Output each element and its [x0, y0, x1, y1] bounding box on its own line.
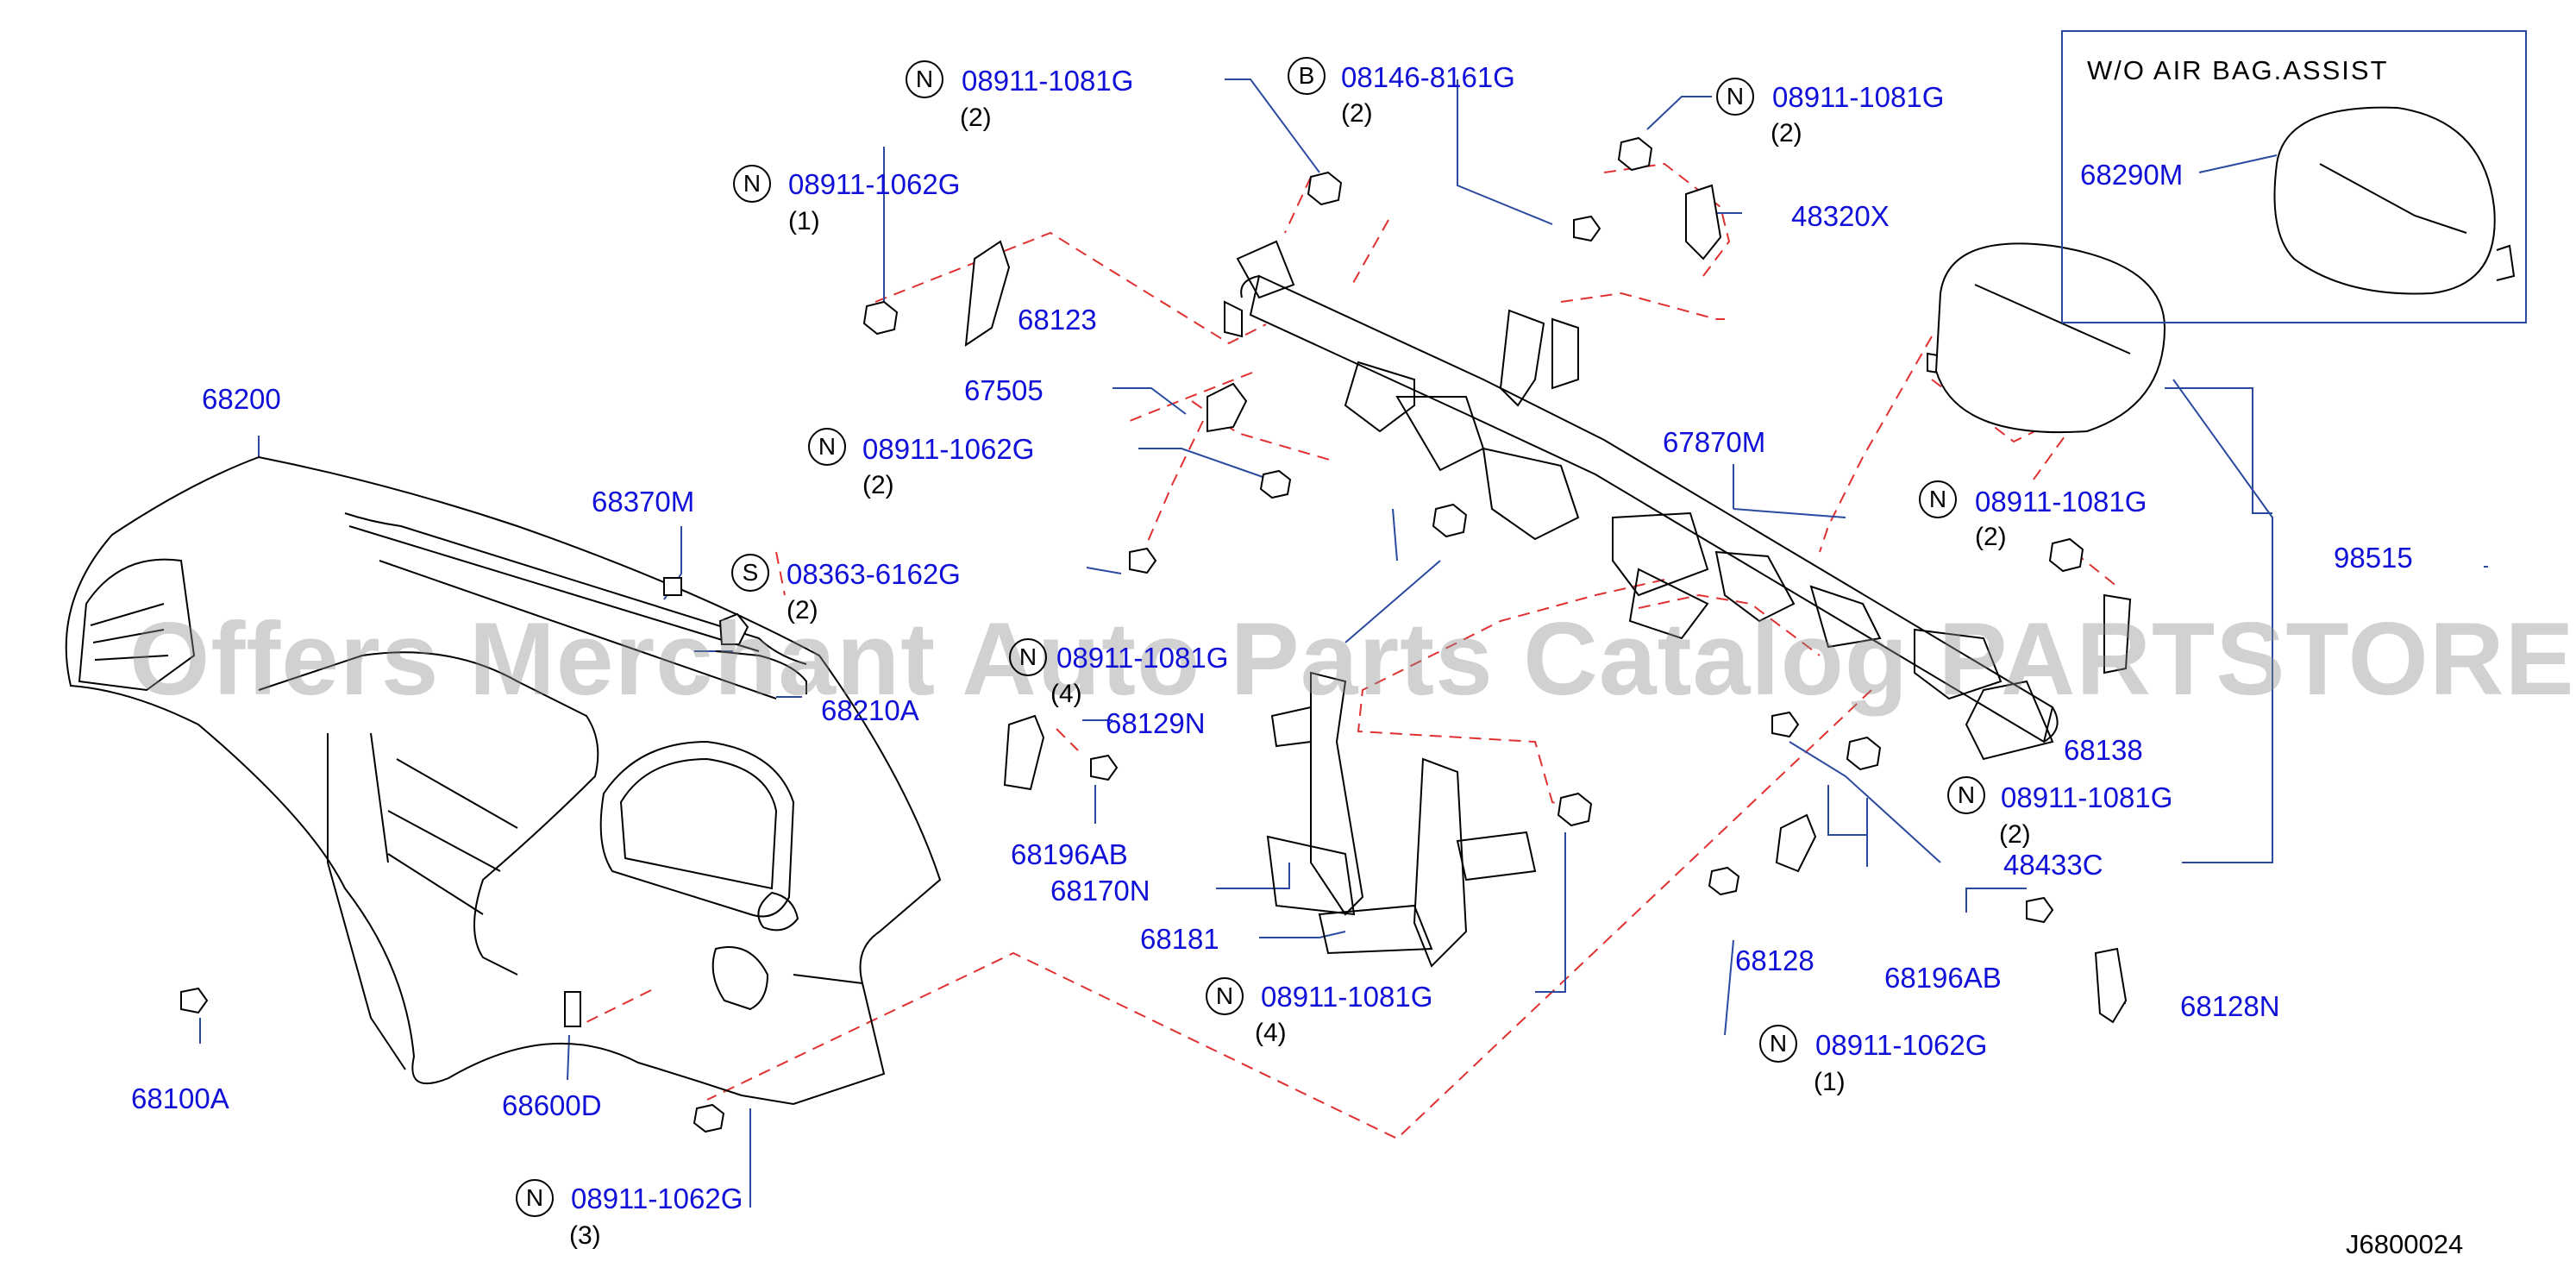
callout-symbol: N [1206, 977, 1244, 1015]
part-number-label[interactable]: 08911-1062G [571, 1183, 743, 1214]
part-number-label[interactable]: 08911-1062G [862, 433, 1035, 465]
callout-symbol: N [516, 1179, 554, 1217]
part-number-label[interactable]: 68600D [502, 1089, 602, 1121]
inset-title: W/O AIR BAG.ASSIST [2087, 55, 2389, 85]
watermark-text: Offers Merchant Auto Parts Catalog PARTS… [129, 601, 2576, 717]
part-number-label[interactable]: 08911-1062G [788, 168, 961, 200]
part-number-label[interactable]: 68181 [1140, 923, 1219, 955]
part-number-label[interactable]: 98515 [2334, 542, 2413, 574]
quantity-label: (1) [788, 207, 820, 235]
fasteners-drawing [180, 136, 2166, 1133]
part-number-label[interactable]: 68129N [1106, 707, 1206, 739]
part-number-label[interactable]: 68123 [1018, 304, 1097, 336]
part-number-label[interactable]: 67505 [964, 374, 1044, 406]
part-number-label[interactable]: 48320X [1791, 200, 1890, 232]
part-number-label[interactable]: 08911-1081G [1975, 486, 2147, 518]
part-number-label[interactable]: 08911-1081G [962, 65, 1134, 97]
part-number-label[interactable]: 68138 [2064, 734, 2143, 766]
part-number-label[interactable]: 08911-1081G [1772, 81, 1945, 113]
part-number-label[interactable]: 08911-1062G [1815, 1029, 1988, 1061]
quantity-label: (2) [787, 596, 818, 624]
instrument-panel-drawing [65, 455, 942, 1106]
quantity-label: (2) [1341, 99, 1373, 128]
part-number-label[interactable]: 68210A [821, 694, 919, 726]
callout-symbol: N [1716, 78, 1754, 116]
quantity-label: (2) [1975, 523, 2007, 551]
quantity-label: (4) [1050, 680, 1082, 708]
callout-symbol: N [1759, 1025, 1797, 1063]
diagram-code: J6800024 [2346, 1229, 2464, 1259]
part-number-label[interactable]: 08911-1081G [1056, 642, 1229, 674]
quantity-label: (2) [862, 471, 894, 499]
quantity-label: (4) [1255, 1019, 1287, 1047]
inset-box [2061, 30, 2527, 323]
assembly-dashed-lines [586, 162, 2118, 1140]
part-number-label[interactable]: 08146-8161G [1341, 61, 1515, 93]
inset-airbag-drawing [2273, 106, 2516, 295]
part-number-label[interactable]: 67870M [1663, 426, 1766, 458]
part-number-label[interactable]: 68128 [1735, 944, 1814, 976]
quantity-label: (2) [960, 104, 992, 132]
part-number-label[interactable]: 68196AB [1884, 962, 2002, 994]
part-number-label[interactable]: 08911-1081G [1261, 981, 1433, 1013]
inset-part-number[interactable]: 68290M [2080, 159, 2184, 191]
part-number-label[interactable]: 68128N [2180, 990, 2280, 1022]
callout-symbol: S [731, 554, 769, 592]
callout-symbol: B [1288, 57, 1326, 95]
quantity-label: (2) [1771, 119, 1802, 147]
callout-symbol: N [1919, 480, 1957, 518]
part-number-label[interactable]: 48433C [2003, 849, 2103, 881]
quantity-label: (3) [569, 1221, 601, 1250]
part-number-label[interactable]: 68200 [202, 383, 281, 415]
quantity-label: (2) [1999, 820, 2031, 849]
callout-symbol: N [1947, 776, 1985, 814]
leader-lines [199, 78, 2488, 1208]
part-number-label[interactable]: 08363-6162G [787, 558, 961, 590]
quantity-label: (1) [1814, 1068, 1846, 1096]
part-number-label[interactable]: 68196AB [1011, 838, 1128, 870]
steering-member-drawing [1224, 240, 2059, 968]
callout-symbol: N [1009, 638, 1047, 676]
callout-symbol: N [906, 60, 943, 98]
part-number-label[interactable]: 68370M [592, 486, 695, 518]
callout-symbol: N [733, 165, 771, 203]
part-number-label[interactable]: 68170N [1050, 875, 1150, 907]
part-number-label[interactable]: 68100A [131, 1082, 229, 1114]
callout-symbol: N [808, 428, 846, 466]
part-number-label[interactable]: 08911-1081G [2001, 781, 2173, 813]
